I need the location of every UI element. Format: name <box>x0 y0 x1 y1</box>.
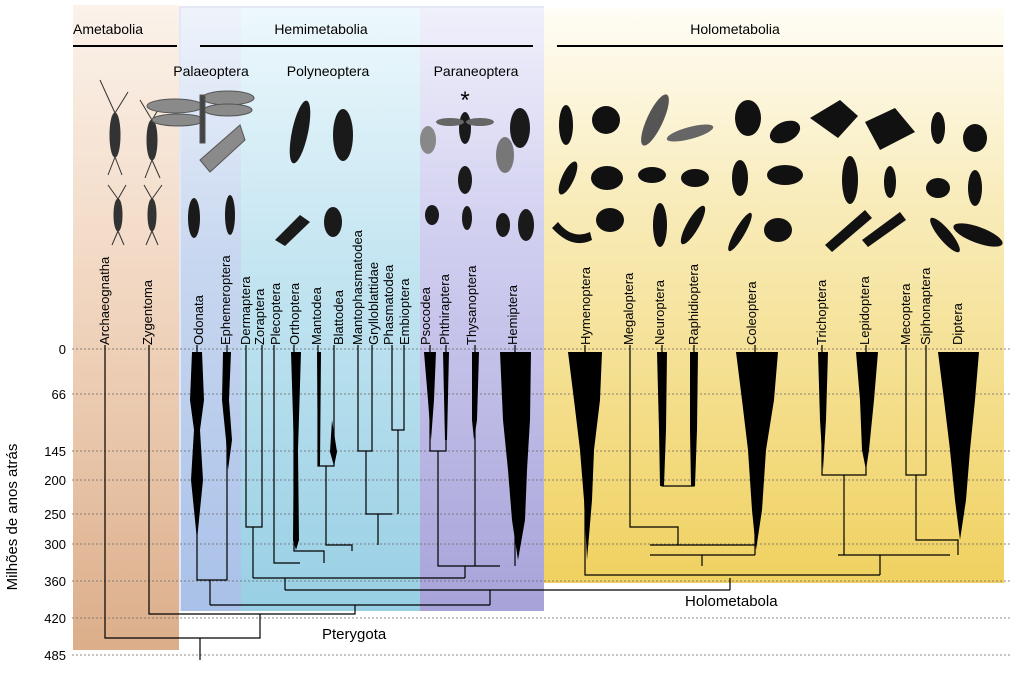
order-label: Psocodea <box>418 286 433 345</box>
y-tick-label: 300 <box>44 537 66 552</box>
y-axis-ticks: 0 66 145 200 250 300 360 420 485 <box>44 342 66 663</box>
y-tick-label: 0 <box>59 342 66 357</box>
holometabolia-band <box>544 8 1004 583</box>
y-tick-label: 66 <box>52 387 66 402</box>
order-label: Mecoptera <box>898 283 913 345</box>
insect-silhouettes <box>99 79 1003 253</box>
y-tick-label: 360 <box>44 574 66 589</box>
order-label: Odonata <box>191 294 206 345</box>
asterisk-marker: * <box>460 87 469 114</box>
order-label: Hymenoptera <box>578 266 593 345</box>
paraneoptera-label: Paraneoptera <box>434 63 519 79</box>
y-tick-label: 420 <box>44 611 66 626</box>
order-label: Ephemeroptera <box>218 255 233 345</box>
holometabolia-label: Holometabolia <box>690 21 780 37</box>
polyneoptera-label: Polyneoptera <box>287 63 370 79</box>
y-tick-label: 485 <box>44 648 66 663</box>
order-label: Archaeognatha <box>97 256 112 345</box>
lineage-diversity-spindles <box>190 352 979 560</box>
order-label: Blattodea <box>331 289 346 345</box>
holometabola-label: Holometabola <box>685 593 778 610</box>
order-label: Orthoptera <box>287 282 302 345</box>
order-label: Phasmatodea <box>381 264 396 345</box>
order-label: Hemiptera <box>505 284 520 345</box>
order-label: Neuroptera <box>652 279 667 345</box>
order-label: Grylloblattidae <box>366 262 381 345</box>
order-label: Mantophasmatodea <box>350 229 365 345</box>
order-label: Dermaptera <box>238 276 253 345</box>
ametabolia-label: Ametabolia <box>73 21 143 37</box>
order-label: Embioptera <box>397 278 412 345</box>
order-label: Coleoptera <box>744 281 759 345</box>
order-label: Raphidioptera <box>686 263 701 345</box>
order-label: Megaloptera <box>621 272 636 345</box>
order-label: Thysanoptera <box>464 265 479 345</box>
y-tick-label: 145 <box>44 444 66 459</box>
y-tick-label: 250 <box>44 507 66 522</box>
order-label: Trichoptera <box>814 279 829 345</box>
hemimetabolia-label: Hemimetabolia <box>274 21 368 37</box>
y-axis-label: Milhões de anos atrás <box>4 444 21 591</box>
order-label: Diptera <box>950 302 965 345</box>
palaeoptera-label: Palaeoptera <box>173 63 249 79</box>
order-labels: Archaeognatha Zygentoma Odonata Ephemero… <box>97 229 965 345</box>
order-label: Phthiraptera <box>437 273 452 345</box>
time-gridlines <box>72 348 1010 656</box>
order-label: Zoraptera <box>252 288 267 345</box>
pterygota-label: Pterygota <box>322 626 387 643</box>
order-label: Lepidoptera <box>857 276 872 345</box>
order-label: Siphonaptera <box>918 267 933 345</box>
y-tick-label: 200 <box>44 473 66 488</box>
polyneoptera-band <box>241 8 420 611</box>
order-label: Plecoptera <box>268 282 283 345</box>
order-label: Zygentoma <box>140 279 155 345</box>
order-label: Mantodea <box>309 286 324 345</box>
